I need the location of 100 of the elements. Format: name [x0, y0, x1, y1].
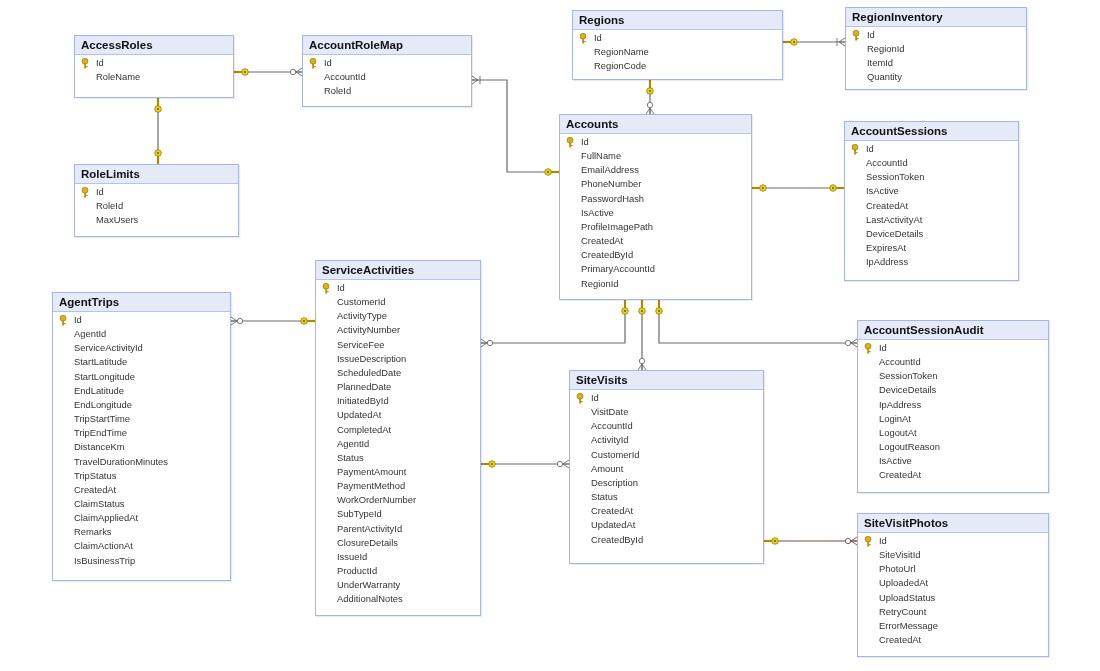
column-name: Amount	[591, 462, 624, 475]
column-name: ClosureDetails	[337, 536, 398, 549]
column-name: TravelDurationMinutes	[74, 455, 168, 468]
relationship-line	[479, 459, 570, 469]
column-name: VisitDate	[591, 406, 629, 419]
column-name: AdditionalNotes	[337, 593, 403, 606]
column-name: PlannedDate	[337, 381, 392, 394]
table-name: AccountSessionAudit	[864, 324, 984, 336]
relationship-line	[153, 96, 163, 166]
column-name: DistanceKm	[74, 441, 125, 454]
table-box	[844, 121, 1019, 281]
column-name: LogoutAt	[879, 426, 917, 439]
column-name: Id	[879, 535, 887, 547]
column-name: AgentId	[337, 437, 370, 450]
column-name: ClaimActionAt	[74, 540, 133, 553]
column-name: RoleId	[96, 200, 124, 213]
column-name: SessionToken	[879, 370, 938, 383]
column-name: Id	[74, 314, 82, 326]
column-name: Id	[337, 282, 345, 294]
column-name: UpdatedAt	[591, 519, 636, 532]
column-name: ParentActivityId	[337, 522, 403, 535]
column-name: RegionCode	[594, 60, 647, 73]
relationship-line	[654, 298, 858, 348]
column-name: Id	[879, 342, 887, 354]
column-name: DeviceDetails	[879, 384, 937, 397]
column-name: ServiceFee	[337, 338, 385, 351]
table-box	[52, 292, 231, 581]
column-name: PaymentMethod	[337, 480, 406, 493]
relationship-line	[645, 78, 655, 115]
column-name: ProductId	[337, 565, 378, 577]
column-name: EndLongitude	[74, 398, 132, 411]
column-name: TripEndTime	[74, 427, 127, 440]
column-name: ScheduledDate	[337, 366, 402, 379]
relationship-line	[750, 183, 846, 193]
column-name: RoleId	[324, 85, 352, 98]
column-name: IsActive	[866, 185, 899, 198]
relationship-line	[762, 536, 858, 546]
column-name: ErrorMessage	[879, 619, 938, 632]
table-name: Regions	[579, 14, 625, 26]
column-name: ClaimStatus	[74, 497, 125, 510]
column-name: CreatedAt	[591, 505, 634, 518]
column-name: ServiceActivityId	[74, 342, 143, 355]
column-name: Id	[96, 57, 104, 69]
table-name: Accounts	[566, 118, 619, 130]
column-name: AccountId	[591, 420, 633, 433]
column-name: AgentId	[74, 328, 107, 341]
column-name: Remarks	[74, 526, 112, 539]
column-name: LoginAt	[879, 412, 911, 425]
column-name: DeviceDetails	[866, 227, 924, 240]
column-name: Id	[591, 392, 599, 404]
relationship-line	[480, 298, 630, 348]
column-name: Status	[337, 451, 364, 464]
column-name: CreatedAt	[866, 199, 909, 212]
column-name: Id	[324, 57, 332, 69]
column-name: CreatedAt	[581, 235, 624, 248]
table-box	[559, 114, 752, 300]
column-name: UploadedAt	[879, 577, 928, 590]
column-name: PhotoUrl	[879, 563, 916, 576]
table-box	[857, 513, 1049, 657]
column-name: IssueId	[337, 550, 368, 563]
table-name: AccountRoleMap	[309, 39, 403, 51]
column-name: AccountId	[324, 71, 366, 84]
column-name: CreatedById	[591, 533, 644, 546]
table-box	[569, 370, 764, 564]
column-name: TripStatus	[74, 469, 117, 482]
table-box	[302, 35, 472, 107]
column-name: Description	[591, 476, 638, 489]
column-name: IsActive	[879, 455, 912, 468]
column-name: StartLongitude	[74, 370, 135, 383]
column-name: Status	[591, 491, 618, 504]
column-name: Id	[594, 32, 602, 44]
column-name: IssueDescription	[337, 352, 407, 365]
column-name: PrimaryAccountId	[581, 263, 655, 276]
column-name: Id	[867, 29, 875, 41]
column-name: UnderWarranty	[337, 579, 401, 592]
column-name: ActivityType	[337, 310, 387, 323]
column-name: UpdatedAt	[337, 409, 382, 422]
column-name: RetryCount	[879, 605, 927, 618]
relationship-line	[637, 298, 647, 371]
column-name: ExpiresAt	[866, 242, 907, 255]
column-name: RoleName	[96, 71, 141, 84]
column-name: PasswordHash	[581, 192, 645, 205]
column-name: LastActivityAt	[866, 213, 923, 226]
table-box	[857, 320, 1049, 493]
relationship-line	[781, 37, 846, 47]
column-name: RegionId	[867, 43, 905, 56]
column-name: IsBusinessTrip	[74, 554, 136, 567]
column-name: CreatedAt	[879, 469, 922, 482]
table-name: SiteVisitPhotos	[864, 517, 949, 529]
table-box	[845, 7, 1027, 90]
column-name: EndLatitude	[74, 384, 125, 397]
table-box	[74, 35, 234, 98]
column-name: UploadStatus	[879, 591, 936, 604]
column-name: CompletedAt	[337, 423, 392, 436]
relationship-line	[230, 316, 317, 326]
table-name: AgentTrips	[59, 296, 120, 308]
relationship-line	[232, 67, 303, 77]
column-name: WorkOrderNumber	[337, 494, 416, 507]
column-name: SessionToken	[866, 171, 925, 184]
column-name: EmailAddress	[581, 164, 639, 177]
